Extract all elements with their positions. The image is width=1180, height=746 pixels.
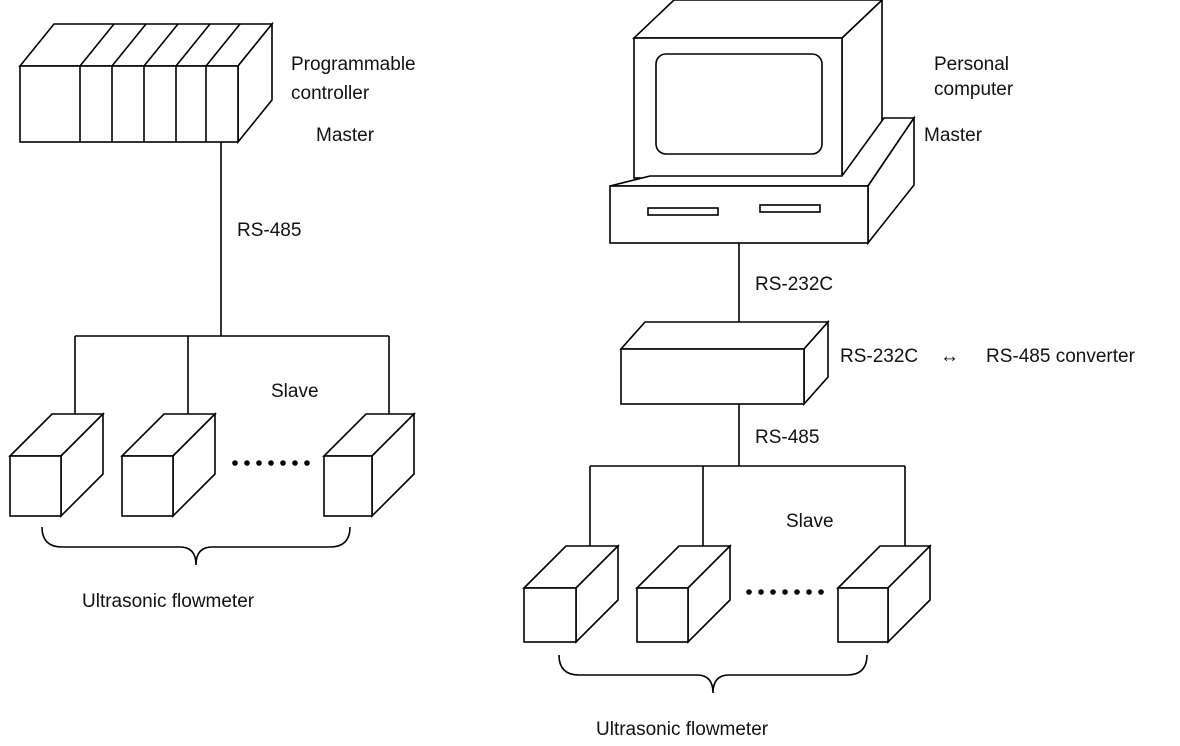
left-brace [41,526,351,566]
left-group-label: Ultrasonic flowmeter [82,591,255,612]
left-ellipsis-dots [232,460,310,466]
rs232c-label: RS-232C [755,274,833,295]
drive-slot-1 [647,207,719,216]
left-slave-label: Slave [271,381,319,402]
right-group-label: Ultrasonic flowmeter [596,719,769,740]
left-master-label: Master [316,125,375,146]
right-flowmeter-n [836,544,932,644]
plc-label-line1: Programmable [291,54,416,75]
left-bus [74,335,390,414]
right-slave-label: Slave [786,511,834,532]
pc-label-line2: computer [934,79,1014,100]
programmable-controller [18,21,274,145]
right-rs485-label: RS-485 [755,427,819,448]
left-flowmeter-2 [120,412,217,518]
right-ellipsis-dots [746,589,824,595]
right-brace [558,654,868,694]
personal-computer [609,0,916,246]
left-flowmeter-1 [8,412,105,518]
pc-label-line1: Personal [934,54,1009,75]
converter-from-label: RS-232C [840,346,918,367]
left-rs485-label: RS-485 [237,220,301,241]
drive-slot-2 [759,204,821,213]
rs232c-rs485-converter [619,319,830,407]
right-flowmeter-1 [522,544,620,644]
converter-to-label: RS-485 converter [986,346,1136,367]
monitor-screen [655,53,823,155]
right-bus [589,465,906,546]
converter-arrow-icon: ↔ [940,346,959,367]
plc-label-line2: controller [291,83,370,104]
right-flowmeter-2 [635,544,732,644]
right-master-label: Master [924,125,983,146]
left-flowmeter-n [322,412,416,518]
